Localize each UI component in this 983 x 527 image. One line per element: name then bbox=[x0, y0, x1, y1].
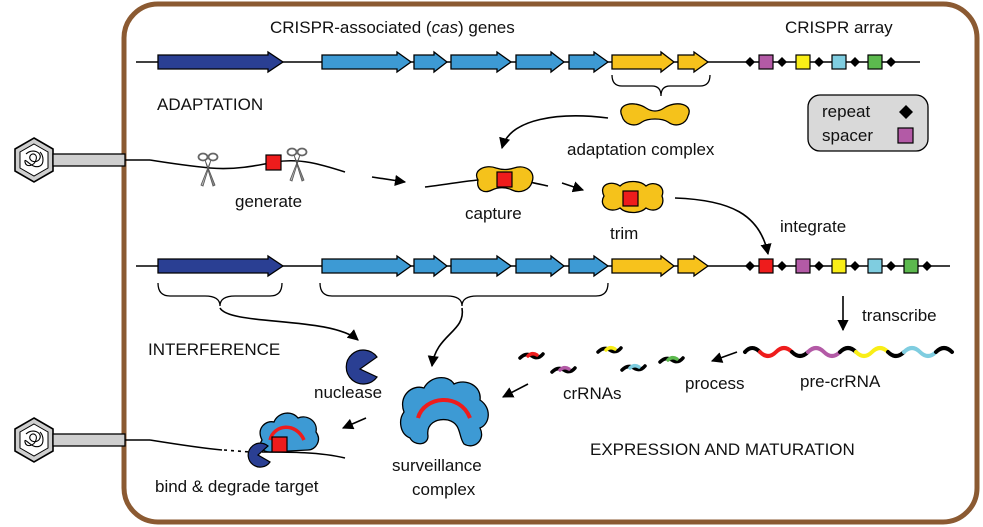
locus-bottom bbox=[136, 254, 950, 278]
nuclease-assembly-arrow bbox=[219, 307, 359, 341]
adaptation-gene bbox=[611, 50, 676, 74]
trim-to-integrate-arrow bbox=[674, 197, 772, 256]
target-protospacer bbox=[271, 436, 288, 453]
generate-arrow bbox=[371, 174, 407, 187]
adaptation-gene bbox=[677, 50, 710, 74]
cas-gene bbox=[450, 254, 513, 278]
adaptation-gene bbox=[677, 254, 710, 278]
cas-gene bbox=[321, 254, 413, 278]
trim-label: trim bbox=[610, 224, 638, 243]
crrna-loading-arrow bbox=[502, 383, 529, 398]
cas-gene bbox=[321, 50, 413, 74]
process-label: process bbox=[685, 374, 745, 393]
cas-gene bbox=[450, 50, 513, 74]
capture-arrow bbox=[561, 181, 585, 193]
adaptation-complex bbox=[620, 103, 690, 126]
cas-gene bbox=[515, 254, 566, 278]
bind-degrade-label: bind & degrade target bbox=[155, 477, 319, 496]
cas-gene bbox=[568, 50, 610, 74]
phage-dna bbox=[149, 159, 346, 173]
legend-repeat-label: repeat bbox=[822, 102, 870, 121]
cas-gene bbox=[413, 254, 449, 278]
bound-nuclease bbox=[247, 442, 271, 468]
surveillance-label-line1: surveillance bbox=[392, 456, 482, 475]
cas-genes-header: CRISPR-associated (cas) genes bbox=[270, 18, 515, 37]
protospacer bbox=[265, 154, 282, 171]
crrnas bbox=[518, 345, 685, 374]
crispr-array-header: CRISPR array bbox=[785, 18, 893, 37]
cas-gene bbox=[413, 50, 449, 74]
nuclease-label: nuclease bbox=[314, 383, 382, 402]
nuclease-gene-brace bbox=[157, 282, 283, 307]
surveillance-assembly-arrow bbox=[427, 307, 464, 368]
nuclease-gene bbox=[157, 50, 285, 74]
repeat-icon bbox=[899, 105, 913, 119]
captured-protospacer bbox=[496, 171, 513, 188]
transcribe-label: transcribe bbox=[862, 306, 937, 325]
nuclease bbox=[345, 349, 378, 385]
surveillance-label-line2: complex bbox=[412, 480, 476, 499]
locus-top bbox=[136, 50, 920, 74]
phage-top bbox=[14, 137, 150, 183]
adaptation-complex-label: adaptation complex bbox=[567, 140, 715, 159]
pre-crrna bbox=[743, 346, 954, 358]
capture-label: capture bbox=[465, 204, 522, 223]
cas-gene bbox=[515, 50, 566, 74]
integrate-label: integrate bbox=[780, 217, 846, 236]
adaptation-gene bbox=[611, 254, 676, 278]
expanded-crispr-array bbox=[745, 258, 932, 274]
generate-label: generate bbox=[235, 192, 302, 211]
phage-bottom bbox=[14, 417, 150, 463]
process-arrow bbox=[710, 351, 738, 363]
target-dna bbox=[149, 439, 223, 451]
cas-genes-brace bbox=[319, 282, 609, 307]
adaptation-genes-brace bbox=[611, 74, 711, 97]
target-dna-cut bbox=[223, 449, 251, 453]
surveillance-complex bbox=[399, 377, 489, 447]
legend-spacer-label: spacer bbox=[822, 126, 873, 145]
crispr-array bbox=[745, 54, 896, 70]
spacer-icon bbox=[897, 127, 914, 144]
target-binding-arrow bbox=[341, 417, 367, 430]
pre-crrna-label: pre-crRNA bbox=[800, 372, 881, 391]
crrnas-label: crRNAs bbox=[563, 384, 622, 403]
legend: repeat spacer bbox=[807, 94, 929, 152]
adaptation-section-label: ADAPTATION bbox=[157, 95, 263, 114]
nuclease-gene bbox=[157, 254, 285, 278]
cas-gene bbox=[568, 254, 610, 278]
complex-to-capture-arrow bbox=[499, 115, 609, 150]
trimmed-protospacer bbox=[622, 190, 639, 207]
expression-section-label: EXPRESSION AND MATURATION bbox=[590, 440, 855, 459]
interference-section-label: INTERFERENCE bbox=[148, 340, 280, 359]
